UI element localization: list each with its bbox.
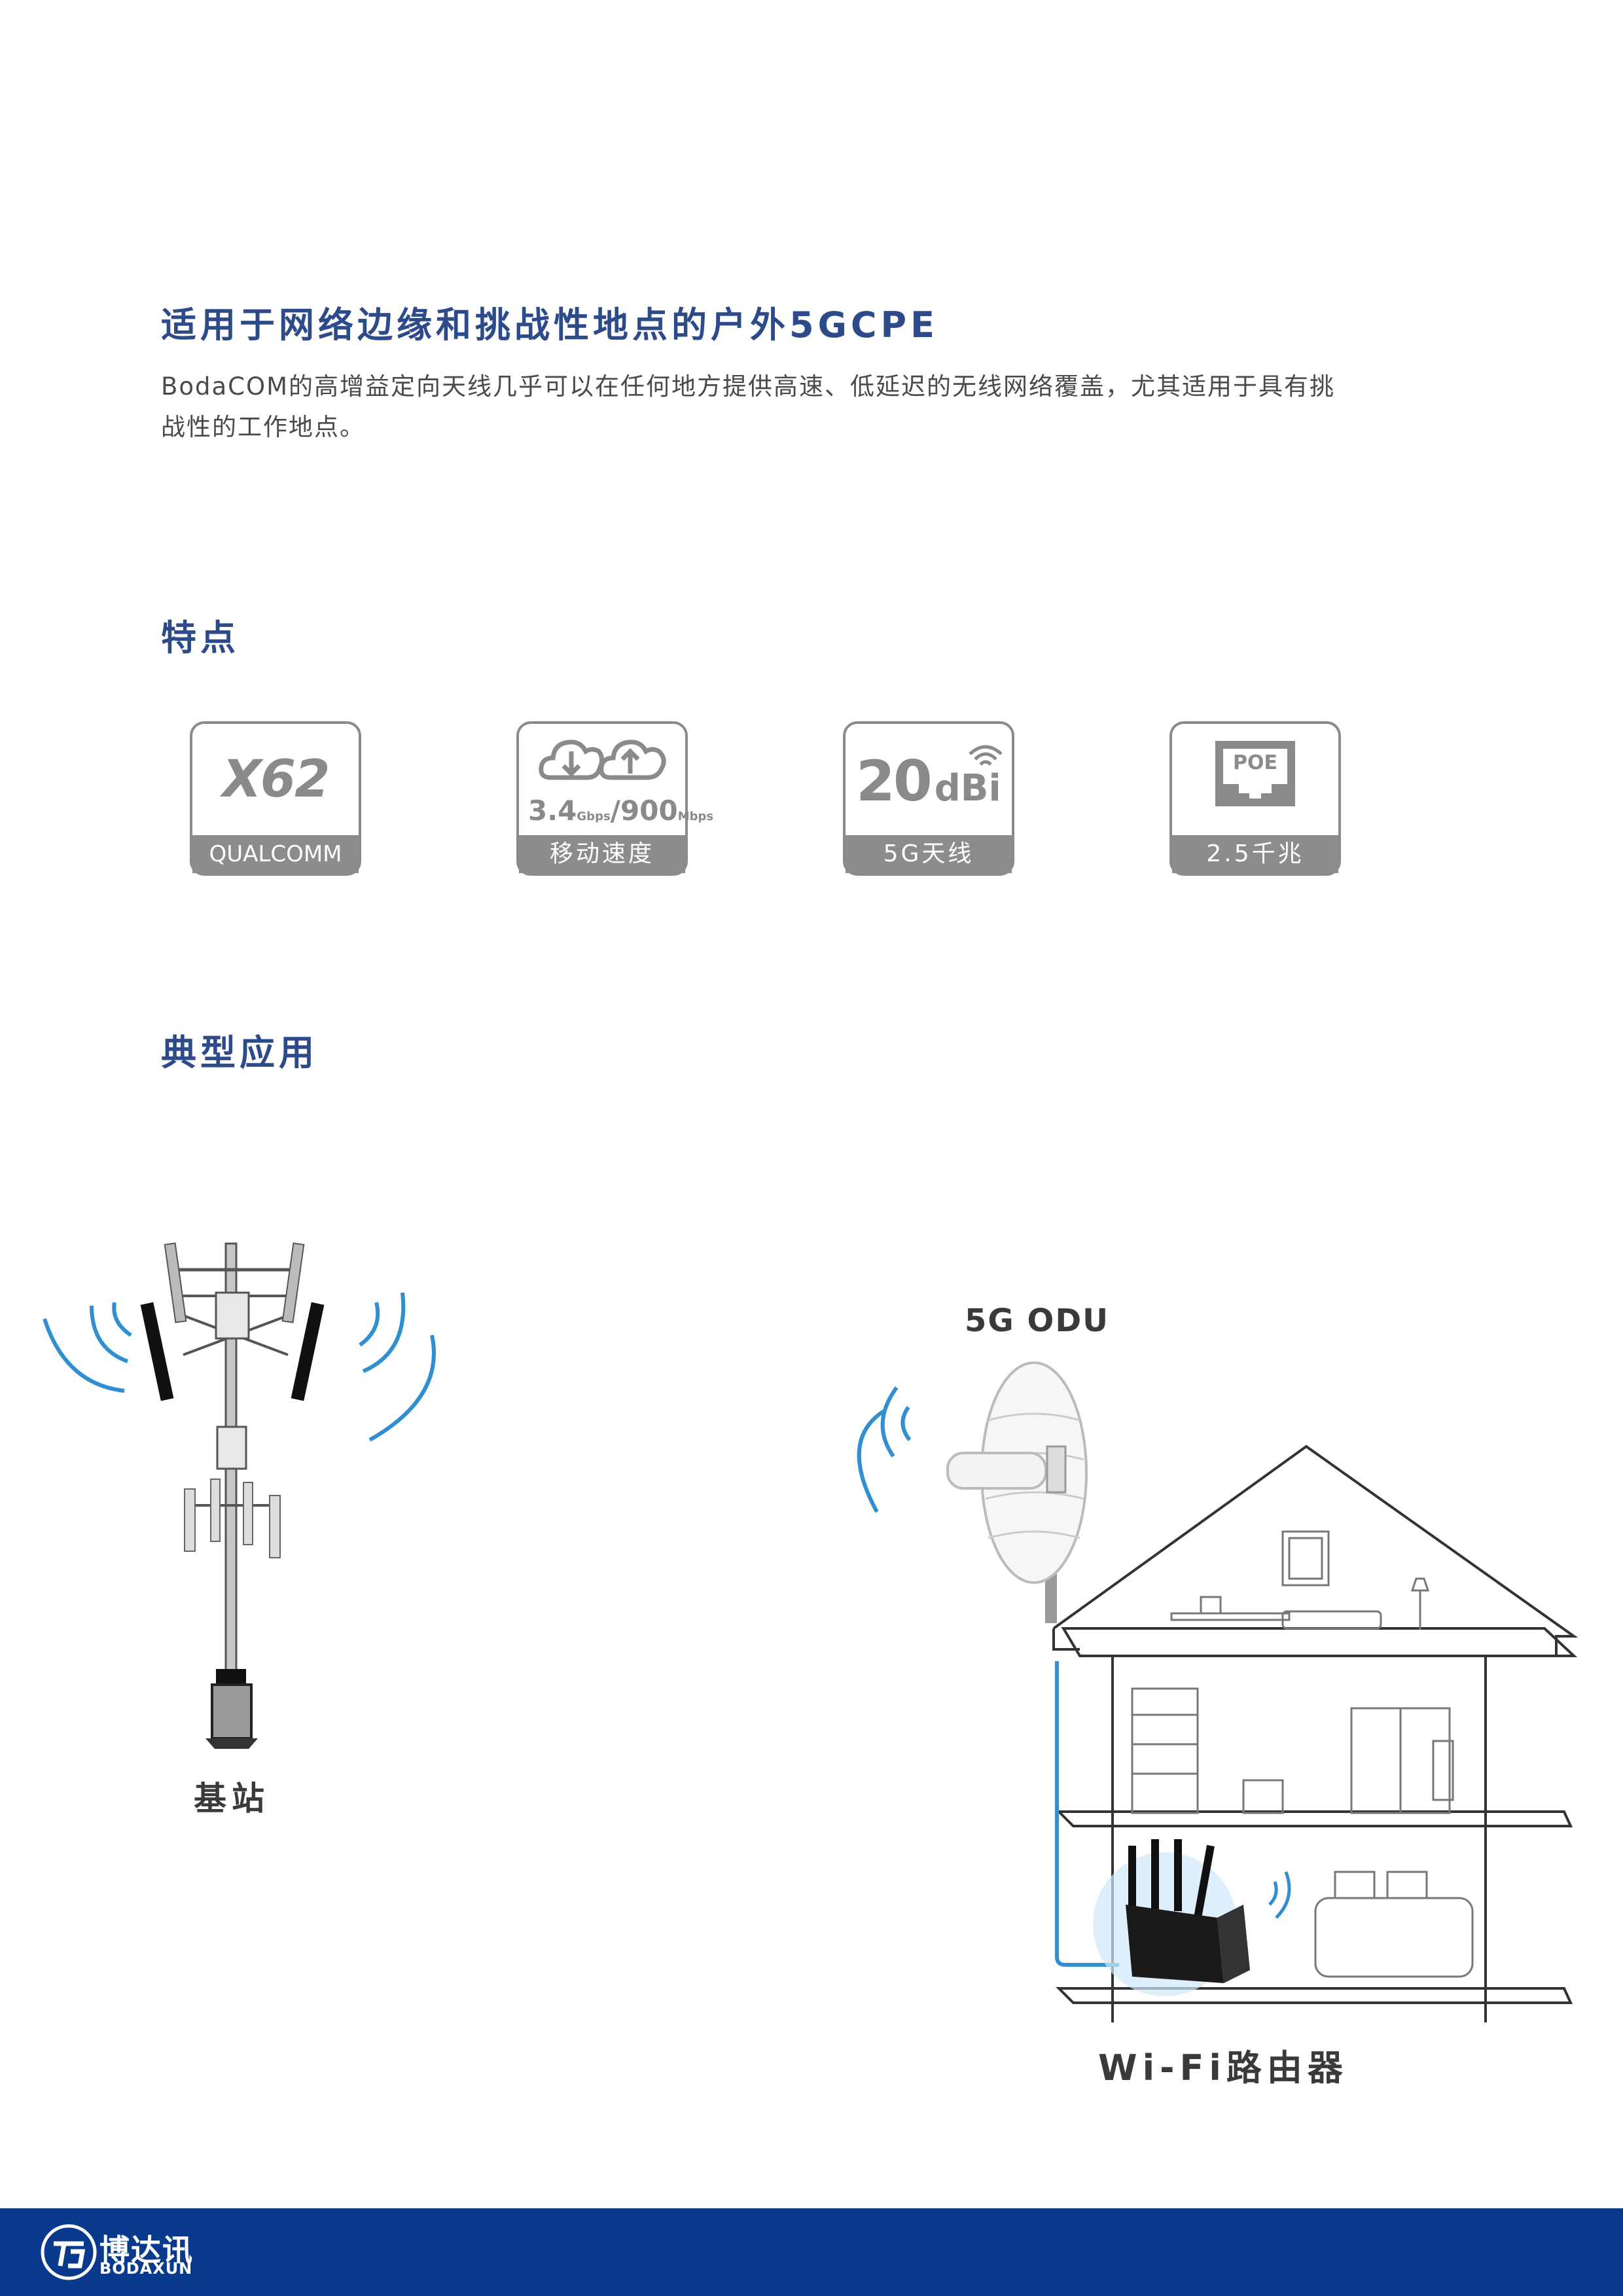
page-title: 适用于网络边缘和挑战性地点的户外5GCPE	[161, 304, 938, 346]
odu-signal-waves-icon	[857, 1386, 912, 1513]
router-label: Wi-Fi路由器	[1098, 2047, 1348, 2089]
badge-poe: POE 2.5千兆	[1169, 721, 1341, 876]
qualcomm-logo: QUALCOMM	[192, 835, 359, 873]
features-heading: 特点	[161, 617, 240, 658]
badge-speed-label: 移动速度	[519, 835, 685, 873]
tower-mast-icon	[140, 1242, 325, 1749]
poe-text: POE	[1233, 751, 1277, 774]
speed-value: 3.4Gbps/900Mbps	[528, 795, 714, 827]
bodaxun-logo-icon	[41, 2224, 97, 2280]
qualcomm-text: QUALCOMM	[209, 841, 342, 867]
intro-line-1: BodaCOM的高增益定向天线几乎可以在任何地方提供高速、低延迟的无线网络覆盖，…	[161, 372, 1336, 401]
badge-poe-label: 2.5千兆	[1172, 835, 1338, 873]
intro-line-2: 战性的工作地点。	[161, 413, 365, 441]
router-signal-waves-icon	[1268, 1871, 1291, 1919]
badge-x62: X62 QUALCOMM	[190, 721, 361, 876]
cloud-up-down-icon	[539, 740, 666, 780]
ethernet-cable-icon	[1055, 1661, 1119, 1967]
badge-x62-main: X62	[222, 750, 330, 809]
ethernet-port-icon	[1215, 741, 1295, 806]
brand-en: BODAXUN	[99, 2259, 193, 2278]
odu-dish-icon	[946, 1361, 1088, 1623]
footer-bar	[0, 2208, 1623, 2296]
badge-dbi-label: 5G天线	[846, 835, 1012, 873]
router-icon	[1093, 1839, 1250, 1996]
base-station-label: 基站	[194, 1780, 270, 1818]
signal-waves-right-icon	[359, 1292, 436, 1442]
odu-label: 5G ODU	[965, 1302, 1110, 1339]
signal-waves-left-icon	[43, 1302, 132, 1393]
badge-speed: 3.4Gbps/900Mbps 移动速度	[516, 721, 714, 876]
wifi-icon	[969, 745, 1003, 766]
house-deployment-illustration	[857, 1361, 1578, 2022]
base-station-illustration	[43, 1242, 436, 1749]
brand-cn: 博达讯	[99, 2233, 194, 2268]
house-furniture-icon	[1131, 1530, 1474, 1978]
applications-heading: 典型应用	[161, 1032, 318, 1073]
intro-paragraph: BodaCOM的高增益定向天线几乎可以在任何地方提供高速、低延迟的无线网络覆盖，…	[161, 367, 1444, 448]
